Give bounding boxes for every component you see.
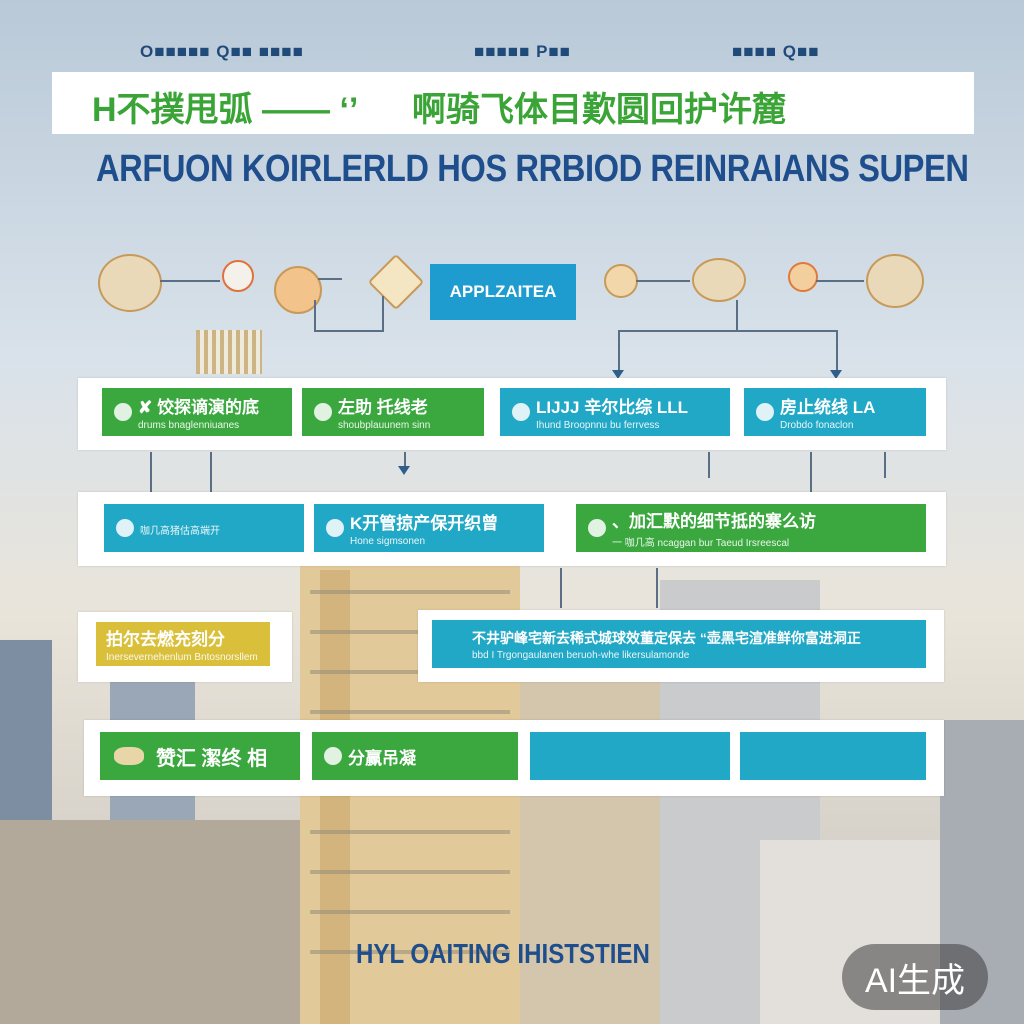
bottom-caption: HYL OAITING IHISTSTIEN — [356, 938, 650, 969]
connector-line — [816, 280, 864, 282]
cell-title: 分赢吊凝 — [348, 748, 416, 768]
connector-line — [150, 452, 152, 492]
cell-subtitle: drums bnaglenniuanes — [138, 420, 240, 431]
arrow-down-icon — [398, 466, 410, 475]
row-1-cell-1: ✘ 饺探谪演的底 drums bnaglenniuanes — [102, 388, 292, 436]
row-3-cell-1: 拍尔去燃充刻分 Inersevernehenlum Bntosnorsllem — [96, 622, 270, 666]
cell-subtitle: Drobdo fonaclon — [780, 420, 854, 431]
cell-title: LIJJJ 辛尔比综 LLL — [536, 398, 689, 417]
cell-subtitle: shoubplauunem sinn — [338, 420, 431, 431]
top-label-3: ■■■■ Q■■ — [732, 42, 820, 61]
row-4-cell-4 — [740, 732, 926, 780]
title-banner: H不撲甩弧 —— ‘’ 啊骑飞体目歎圆回护许麓 — [52, 72, 974, 134]
cell-subtitle: Inersevernehenlum Bntosnorsllem — [106, 652, 258, 663]
cell-title: 不井驴峰宅新去稀式城球效董定保去 “壶黑宅渲准鲜你富进洞正 — [472, 629, 861, 646]
connector-line — [560, 568, 562, 608]
row-2-cell-3: 、加汇默的细节抵的寨么访 一 咖几高 ncaggan bur Taeud Irs… — [576, 504, 926, 552]
cell-title: 、加汇默的细节抵的寨么访 — [612, 512, 816, 531]
connector-line — [210, 452, 212, 492]
connector-line — [314, 330, 382, 332]
connector-line — [618, 330, 620, 370]
document-icon — [196, 330, 262, 374]
row-2-cell-2: K开管掠产保开织曾 Hone sigmsonen — [314, 504, 544, 552]
connector-line — [836, 330, 838, 370]
connector-line — [318, 278, 342, 280]
pin-icon — [588, 519, 606, 537]
top-label-1: O■■■■■ Q■■ ■■■■ — [140, 42, 304, 61]
row-1-cell-3: LIJJJ 辛尔比综 LLL Ihund Broopnnu bu ferrves… — [500, 388, 730, 436]
connector-line — [160, 280, 220, 282]
orange-dot-icon — [222, 260, 254, 292]
connector-line — [656, 568, 658, 608]
row-2-cell-1: 咖几高猪估高端开 — [104, 504, 304, 552]
leaf-icon — [114, 747, 144, 765]
cell-title: 房止统线 LA — [780, 398, 876, 417]
banner-left-text: H不撲甩弧 —— ‘’ — [92, 91, 359, 129]
row-1-cell-2: 左助 托线老 shoubplauunem sinn — [302, 388, 484, 436]
globe-icon — [314, 403, 332, 421]
subtitle: ARFUON KOIRLERLD HOS RRBIOD REINRAIANS S… — [96, 148, 969, 190]
row-1-cell-4: 房止统线 LA Drobdo fonaclon — [744, 388, 926, 436]
connector-line — [618, 330, 836, 332]
cell-subtitle: bbd I Trgongaulanen beruoh-whe likersula… — [472, 649, 690, 661]
connector-line — [636, 280, 690, 282]
connector-line — [810, 452, 812, 492]
row-4-cell-1: 赞汇 潔终 相 — [100, 732, 300, 780]
connector-line — [736, 300, 738, 330]
bread-icon — [604, 264, 638, 298]
info-icon — [324, 747, 342, 765]
sun-icon — [326, 519, 344, 537]
cell-subtitle: Hone sigmsonen — [350, 536, 426, 547]
cell-subtitle: 一 咖几高 ncaggan bur Taeud Irsreescal — [612, 538, 790, 549]
slice-icon — [788, 262, 818, 292]
top-label-2: ■■■■■ P■■ — [474, 42, 571, 61]
ai-generated-badge: AI生成 — [842, 944, 988, 1010]
leaf-icon — [114, 403, 132, 421]
target-icon — [512, 403, 530, 421]
row-3-cell-2: 不井驴峰宅新去稀式城球效董定保去 “壶黑宅渲准鲜你富进洞正 bbd I Trgo… — [432, 620, 926, 668]
connector-line — [708, 452, 710, 478]
row-4-cell-3 — [530, 732, 730, 780]
eye-icon — [756, 403, 774, 421]
connector-line — [884, 452, 886, 478]
banner-right-text: 啊骑飞体目歎圆回护许麓 — [412, 91, 786, 129]
cell-title: K开管掠产保开织曾 — [350, 514, 499, 533]
cell-title: 左助 托线老 — [338, 398, 428, 417]
package-icon — [367, 253, 425, 311]
cell-subtitle: 咖几高猪估高端开 — [140, 525, 220, 537]
food-bowl-icon — [98, 254, 162, 312]
cell-title: ✘ 饺探谪演的底 — [138, 398, 259, 417]
cell-subtitle: Ihund Broopnnu bu ferrvess — [536, 420, 660, 431]
connector-line — [382, 296, 384, 332]
cookie-icon — [866, 254, 924, 308]
shell-icon — [692, 258, 746, 302]
connector-line — [404, 452, 406, 466]
cell-title: 拍尔去燃充刻分 — [106, 630, 225, 649]
application-box: APPLZAITEA — [430, 264, 576, 320]
cell-title: 赞汇 潔终 相 — [156, 747, 268, 770]
row-4-cell-2: 分赢吊凝 — [312, 732, 518, 780]
connector-line — [314, 300, 316, 330]
arrow-down-icon — [830, 370, 842, 379]
gear-icon — [116, 519, 134, 537]
arrow-down-icon — [612, 370, 624, 379]
top-labels: O■■■■■ Q■■ ■■■■ ■■■■■ P■■ ■■■■ Q■■ — [0, 42, 1024, 66]
